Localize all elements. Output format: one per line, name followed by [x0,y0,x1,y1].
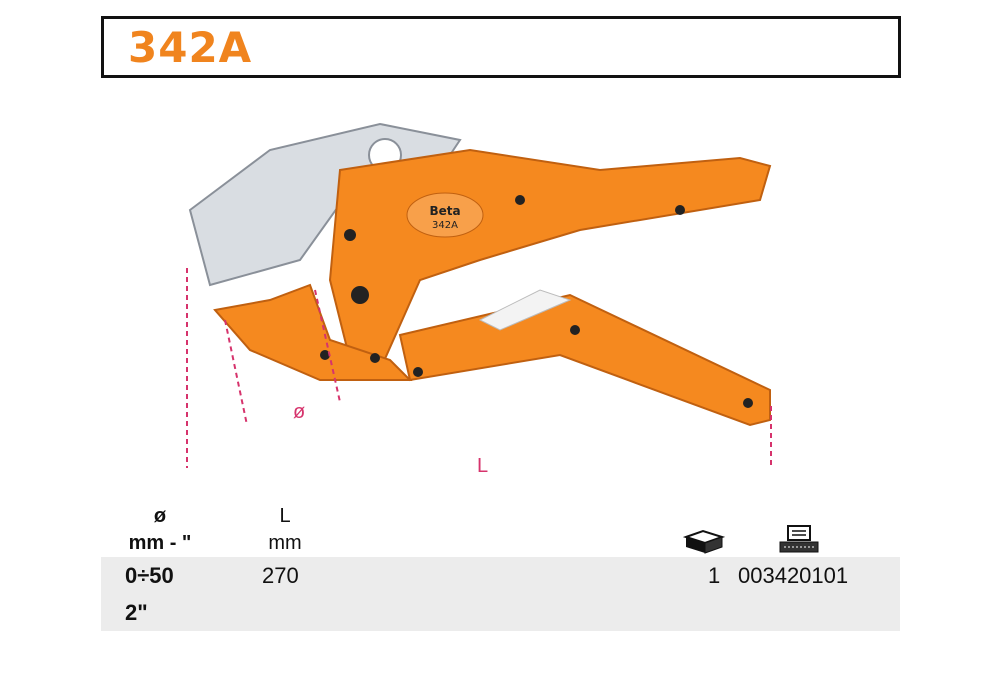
model-label: 342A [432,220,458,231]
diameter-symbol: ø [153,505,167,527]
length-unit: mm [268,532,302,554]
length-value: 270 [262,563,299,588]
dim-length-label: L [477,455,488,477]
lower-handle [398,293,771,427]
handle-insert [478,289,572,331]
product-code: 342A [128,23,253,72]
dim-diameter-label: ø [293,401,305,423]
pack-qty: 1 [708,563,721,588]
length-symbol: L [279,505,291,527]
spec-row [101,557,900,631]
length-header: L mm [245,505,325,555]
diameter-header: ø mm - " [120,505,200,555]
lower-jaw [213,283,413,381]
rivets [320,195,753,408]
title-box: 342A [101,16,901,78]
brand-label: Beta [429,204,460,218]
brand-badge [406,192,484,238]
diameter-unit: mm - " [128,532,192,554]
dimension-lines [186,268,772,468]
pack-box-icon [683,529,725,554]
diameter-value-in: 2" [125,600,148,625]
pipe-cutter-illustration: Beta 342A ø L [186,122,772,477]
barcode-terminal-icon [779,525,819,553]
diameter-value-mm: 0÷50 [125,563,174,588]
article-code: 003420101 [738,563,849,588]
